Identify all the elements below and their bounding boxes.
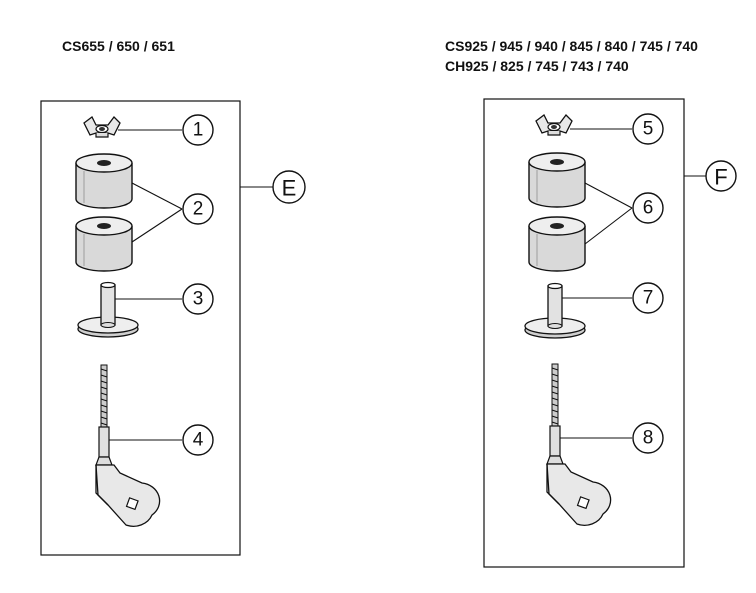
callout-5	[632, 113, 664, 145]
right-model-title-line2: CH925 / 825 / 745 / 743 / 740	[445, 58, 629, 74]
right-model-title-line1: CS925 / 945 / 940 / 845 / 840 / 745 / 74…	[445, 38, 698, 54]
group-e-label: E	[282, 176, 297, 201]
wing-nut-icon	[535, 114, 573, 136]
left-model-title: CS655 / 650 / 651	[62, 38, 175, 54]
rubber-cushion-icon	[528, 152, 586, 208]
callout-7-label: 7	[643, 288, 654, 309]
group-f-marker	[705, 160, 737, 192]
callout-6	[632, 192, 664, 224]
callout-3	[182, 283, 214, 315]
wing-nut-icon	[83, 116, 121, 138]
right-group-frame	[483, 98, 685, 568]
callout-3-label: 3	[193, 289, 204, 310]
callout-7	[632, 282, 664, 314]
callout-4	[182, 424, 214, 456]
callout-5-label: 5	[643, 119, 654, 140]
left-group-frame	[40, 100, 241, 556]
callout-8	[632, 422, 664, 454]
flanged-collar-icon	[77, 281, 139, 338]
callout-1-label: 1	[193, 120, 204, 141]
rubber-cushion-icon	[528, 216, 586, 272]
rubber-cushion-icon	[75, 216, 133, 272]
callout-8-label: 8	[643, 428, 654, 449]
callout-1	[182, 114, 214, 146]
callout-2	[182, 193, 214, 225]
callout-2-label: 2	[193, 199, 204, 220]
mounting-bolt-icon	[95, 364, 161, 527]
mounting-bolt-icon	[546, 363, 612, 526]
group-e-marker	[272, 170, 306, 204]
group-f-label: F	[714, 165, 727, 190]
callout-4-label: 4	[193, 430, 204, 451]
flanged-collar-icon	[524, 282, 586, 339]
rubber-cushion-icon	[75, 153, 133, 209]
callout-6-label: 6	[643, 198, 654, 219]
